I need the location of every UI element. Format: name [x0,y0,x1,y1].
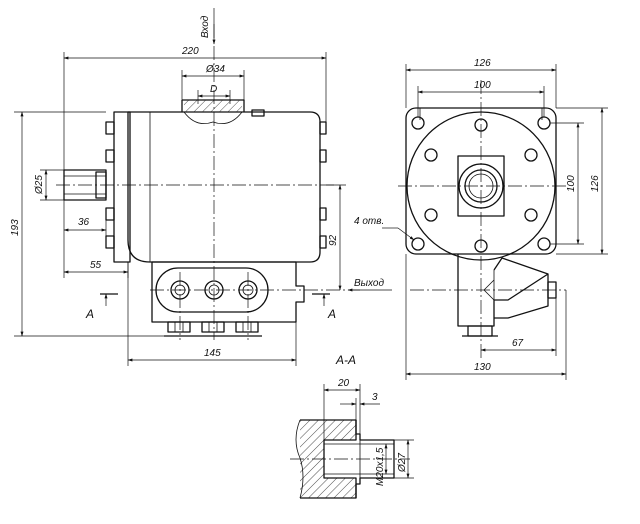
dim-inlet-diameter: Ø34 [205,64,225,75]
dim-side-length: 130 [474,362,491,373]
front-view: Вход А А Выход 220 Ø34 D Ø25 [10,8,392,366]
valve-block [151,261,305,337]
section-title: А-А [335,353,356,367]
dim-bolt-spacing-h: 100 [474,80,491,91]
dim-center-height: 92 [328,234,339,246]
dim-bolt-spacing-v: 100 [566,175,577,192]
bolt-holes [411,116,551,253]
dim-height-total: 193 [10,219,21,236]
section-mark-left: А [85,307,94,321]
holes-note: 4 отв. [354,216,384,227]
outlet-label: Выход [354,278,384,289]
side-view: 126 100 100 126 4 отв. 67 130 [354,58,608,380]
dim-shaft-length: 36 [78,217,90,228]
pump-body [127,111,321,263]
section-mark-right: А [327,307,336,321]
dim-section-depth: 20 [337,378,350,389]
dim-section-diameter: Ø27 [397,453,408,473]
dim-section-chamfer: 3 [372,392,378,403]
dim-flange-width: 126 [474,58,491,69]
dim-shaft-offset: 55 [90,260,102,271]
valve-block-side [457,254,557,337]
dim-flange-height: 126 [590,175,601,192]
rear-cover [113,111,131,263]
dim-outlet-offset: 67 [512,338,524,349]
dim-inlet-d: D [210,84,217,95]
section-marks: А А [85,293,336,321]
dim-base-length: 145 [204,348,221,359]
section-view: А-А 20 3 М20х1,5 Ø27 [290,353,414,499]
cover-bolts [105,121,327,249]
inlet-label: Вход [200,15,211,38]
dim-overall-length: 220 [181,46,199,57]
dim-thread: М20х1,5 [375,447,386,486]
dim-shaft-diameter: Ø25 [34,175,45,195]
